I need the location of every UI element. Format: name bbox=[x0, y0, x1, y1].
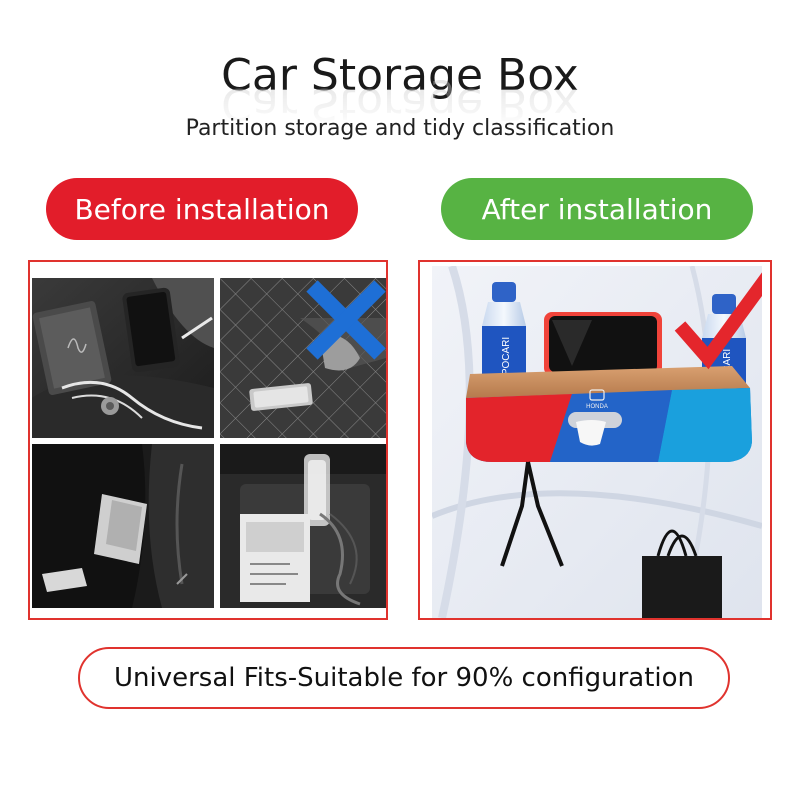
title-area: Car Storage Box Car Storage Box bbox=[0, 40, 800, 129]
svg-text:POCARI: POCARI bbox=[501, 337, 512, 375]
page-subtitle: Partition storage and tidy classificatio… bbox=[185, 116, 615, 141]
after-photo-frame: POCARI POCARI HONDA bbox=[418, 260, 772, 620]
after-photo-product: POCARI POCARI HONDA bbox=[432, 266, 762, 618]
page-title: Car Storage Box bbox=[221, 50, 579, 101]
before-photo-tray bbox=[220, 444, 386, 608]
brand-mark-text: HONDA bbox=[586, 404, 608, 410]
compatibility-banner: Universal Fits-Suitable for 90% configur… bbox=[78, 647, 730, 709]
before-photo-floor bbox=[220, 278, 386, 438]
before-photo-frame bbox=[28, 260, 388, 620]
cross-icon bbox=[306, 280, 386, 360]
before-installation-label: Before installation bbox=[46, 178, 358, 240]
after-installation-label: After installation bbox=[441, 178, 753, 240]
before-photo-seat-pocket bbox=[32, 444, 214, 608]
checkmark-icon bbox=[674, 272, 762, 370]
before-photo-console bbox=[32, 278, 214, 438]
